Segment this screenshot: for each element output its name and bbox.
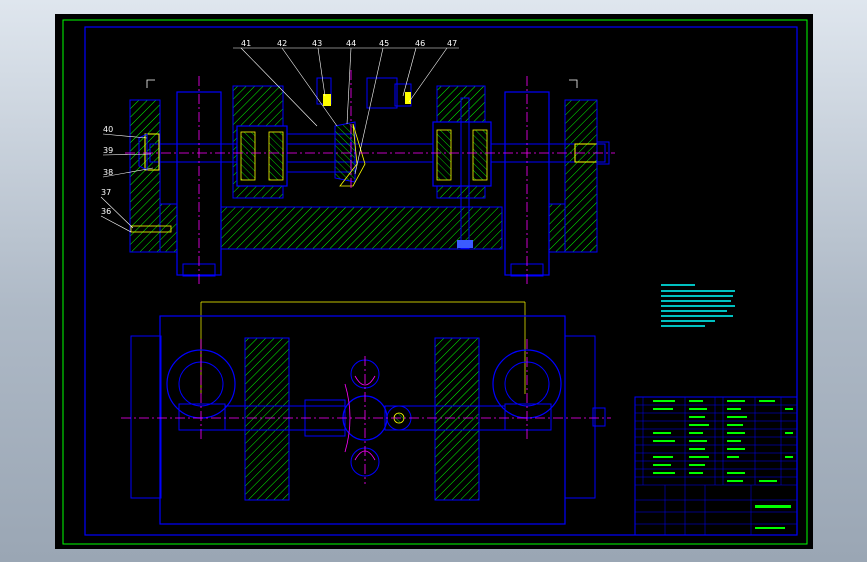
parts-list-table bbox=[634, 396, 798, 536]
callout-46: 46 bbox=[402, 39, 425, 97]
callout-43: 43 bbox=[312, 39, 326, 97]
svg-text:44: 44 bbox=[346, 39, 356, 48]
assembly-drawing: 41 42 43 44 45 46 47 40 39 38 37 36 bbox=[62, 19, 808, 545]
callout-38: 38 bbox=[102, 167, 154, 178]
right-support bbox=[564, 99, 598, 253]
base-plate bbox=[219, 206, 503, 250]
plan-base bbox=[159, 315, 566, 525]
callouts-top: 41 42 43 44 45 46 47 bbox=[233, 39, 459, 175]
cad-drawing-canvas[interactable]: 41 42 43 44 45 46 47 40 39 38 37 36 bbox=[55, 14, 813, 549]
callout-41: 41 bbox=[240, 39, 318, 127]
plan-right-block bbox=[434, 337, 480, 501]
callout-45: 45 bbox=[354, 39, 389, 175]
callout-37: 37 bbox=[100, 188, 134, 229]
left-support bbox=[129, 99, 161, 253]
callout-47: 47 bbox=[408, 39, 457, 103]
svg-text:43: 43 bbox=[312, 39, 322, 48]
callout-44: 44 bbox=[346, 39, 356, 125]
callout-36: 36 bbox=[100, 207, 132, 233]
callouts-left: 40 39 38 37 36 bbox=[100, 125, 154, 233]
svg-text:39: 39 bbox=[103, 146, 113, 155]
bevel-gear bbox=[334, 121, 356, 183]
svg-text:41: 41 bbox=[241, 39, 251, 48]
left-flange bbox=[144, 133, 160, 171]
plan-view bbox=[121, 315, 611, 525]
svg-text:38: 38 bbox=[103, 168, 113, 177]
svg-text:45: 45 bbox=[379, 39, 389, 48]
outer-frame bbox=[62, 19, 808, 545]
inner-frame bbox=[84, 26, 798, 536]
svg-text:37: 37 bbox=[101, 188, 111, 197]
callout-42: 42 bbox=[277, 39, 338, 127]
section-view bbox=[125, 70, 615, 284]
svg-text:46: 46 bbox=[415, 39, 425, 48]
plan-left-block bbox=[244, 337, 290, 501]
svg-text:36: 36 bbox=[101, 207, 111, 216]
technical-notes bbox=[659, 282, 737, 328]
callout-39: 39 bbox=[102, 146, 152, 156]
svg-text:47: 47 bbox=[447, 39, 457, 48]
svg-text:42: 42 bbox=[277, 39, 287, 48]
callout-40: 40 bbox=[102, 125, 148, 139]
svg-text:40: 40 bbox=[103, 125, 113, 134]
